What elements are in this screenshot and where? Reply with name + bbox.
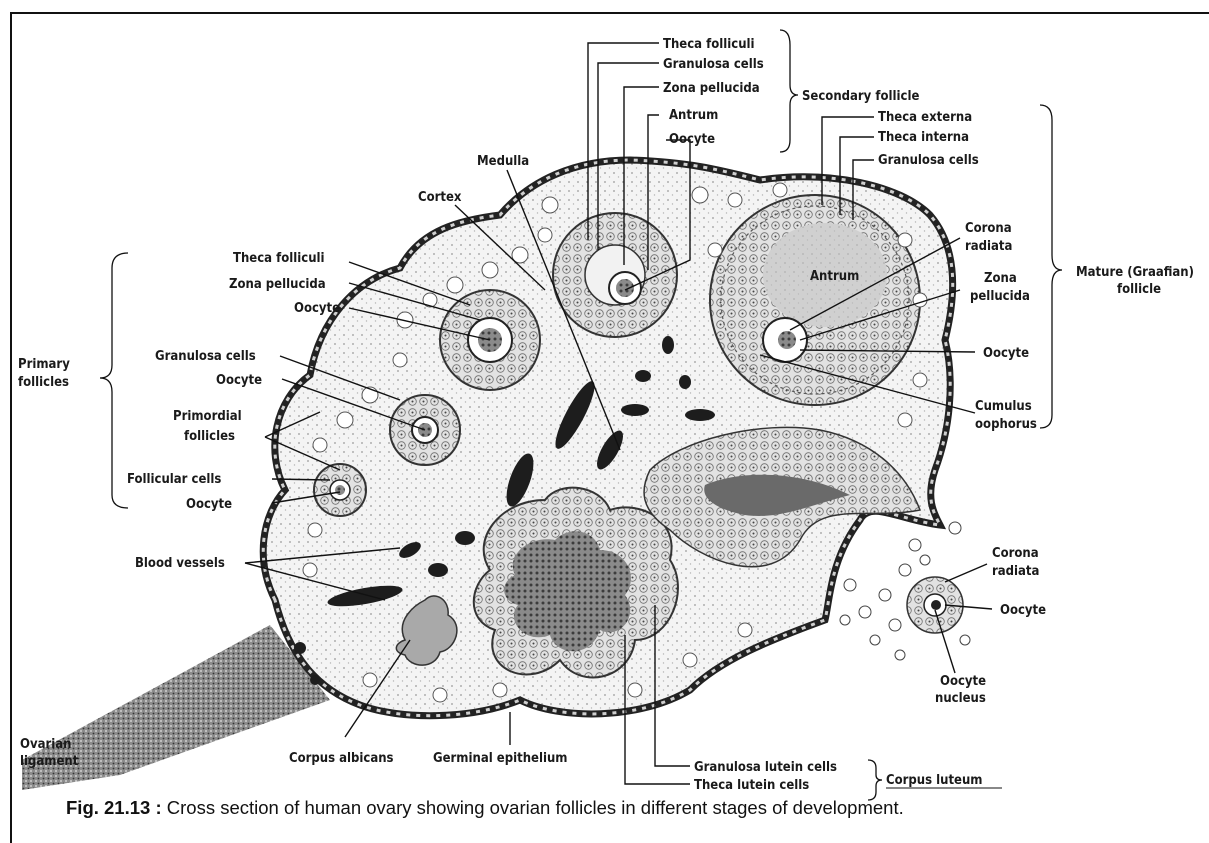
label-oocyte-nucleus-a: Oocyte [940, 674, 986, 689]
label-oocyte-top: Oocyte [669, 132, 715, 147]
label-primordial-a: Primordial [173, 409, 242, 424]
label-oocyte-left2: Oocyte [216, 373, 262, 388]
label-mature-follicle-a: Mature (Graafian) [1076, 265, 1194, 280]
label-oocyte-left3: Oocyte [186, 497, 232, 512]
figure-caption: Fig. 21.13 : Cross section of human ovar… [66, 797, 904, 819]
label-ovarian-ligament-a: Ovarian [20, 737, 71, 752]
label-medulla: Medulla [477, 154, 529, 169]
label-corona-radiata-1b: radiata [965, 239, 1012, 254]
label-cortex: Cortex [418, 190, 462, 205]
caption-label: Fig. 21.13 : [66, 797, 162, 818]
label-corona-radiata-1a: Corona [965, 221, 1012, 236]
label-corpus-luteum: Corpus luteum [886, 773, 983, 788]
label-cumulus-b: oophorus [975, 417, 1037, 432]
label-oocyte-nucleus-b: nucleus [935, 691, 986, 706]
primordial-follicle [314, 464, 366, 516]
label-secondary-follicle: Secondary follicle [802, 89, 919, 104]
label-granulosa-cells-left: Granulosa cells [155, 349, 256, 364]
label-theca-interna: Theca interna [878, 130, 969, 145]
label-theca-lutein: Theca lutein cells [694, 778, 809, 793]
label-germinal-epithelium: Germinal epithelium [433, 751, 567, 766]
label-corona-radiata-2b: radiata [992, 564, 1039, 579]
label-zona-pellucida-right-b: pellucida [970, 289, 1030, 304]
graafian-follicle [710, 195, 920, 405]
caption-text: Cross section of human ovary showing ova… [162, 797, 904, 818]
label-oocyte-right: Oocyte [983, 346, 1029, 361]
label-corona-radiata-2a: Corona [992, 546, 1039, 561]
label-granulosa-lutein: Granulosa lutein cells [694, 760, 837, 775]
label-theca-folliculi-left: Theca folliculi [233, 251, 325, 266]
label-granulosa-cells-top: Granulosa cells [663, 57, 764, 72]
released-oocyte [907, 577, 963, 633]
label-antrum-top: Antrum [669, 108, 718, 123]
label-primary-follicles-b: follicles [18, 375, 69, 390]
label-cumulus-a: Cumulus [975, 399, 1032, 414]
label-primordial-b: follicles [184, 429, 235, 444]
label-primary-follicles-a: Primary [18, 357, 70, 372]
label-oocyte-left1: Oocyte [294, 301, 340, 316]
label-blood-vessels: Blood vessels [135, 556, 225, 571]
label-antrum-mature: Antrum [810, 269, 859, 284]
label-oocyte-released: Oocyte [1000, 603, 1046, 618]
label-follicular-cells: Follicular cells [127, 472, 221, 487]
label-zona-pellucida-left: Zona pellucida [229, 277, 326, 292]
label-corpus-albicans: Corpus albicans [289, 751, 394, 766]
label-zona-pellucida-top: Zona pellucida [663, 81, 760, 96]
label-mature-follicle-b: follicle [1117, 282, 1161, 297]
label-theca-folliculi-top: Theca folliculi [663, 37, 755, 52]
label-ovarian-ligament-b: ligament [20, 754, 79, 769]
label-granulosa-cells-right: Granulosa cells [878, 153, 979, 168]
label-theca-externa: Theca externa [878, 110, 972, 125]
label-zona-pellucida-right-a: Zona [984, 271, 1017, 286]
